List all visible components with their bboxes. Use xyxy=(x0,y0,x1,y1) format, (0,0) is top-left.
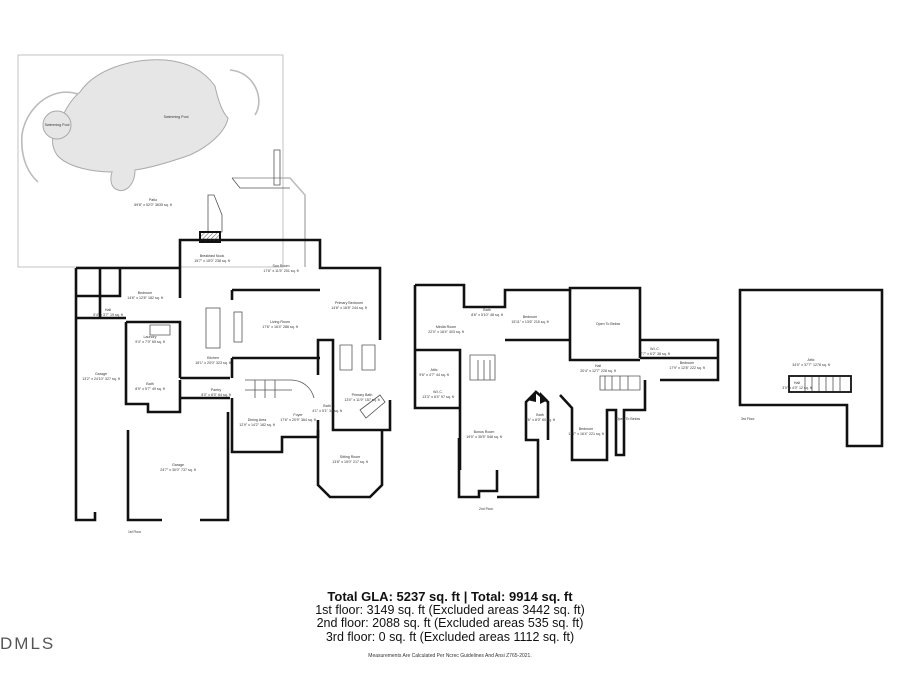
room-dims: 34'0" x 37'7" 1278 sq. ft xyxy=(792,363,830,367)
room-label: Open To Below xyxy=(596,322,621,326)
second-floor-walls xyxy=(413,283,720,499)
room-label: Primary Bath xyxy=(352,393,373,397)
room-label: Garage xyxy=(172,463,184,467)
second-floor-area: 2nd floor: 2088 sq. ft (Excluded areas 5… xyxy=(316,616,584,630)
room-dims: 22'0" x 18'4" 403 sq. ft xyxy=(428,330,464,334)
room-label: Attic xyxy=(431,368,438,372)
room-label: Primary Bedroom xyxy=(335,301,363,305)
room-label: Bonus Room xyxy=(474,430,495,434)
first-floor-labels: Swimming Pool Swimming Pool Patio 69'8" … xyxy=(45,115,380,534)
third-floor-area: 3rd floor: 0 sq. ft (Excluded areas 1112… xyxy=(325,629,575,644)
area-summary: Total GLA: 5237 sq. ft | Total: 9914 sq.… xyxy=(0,590,900,664)
room-label: Open To Below xyxy=(616,417,641,421)
room-label: Bath xyxy=(146,382,153,386)
room-dims: 7'6" x 8'0" 60 sq. ft xyxy=(525,418,555,422)
room-label: Bath xyxy=(536,413,543,417)
room-label: Hall xyxy=(105,308,111,312)
third-floor-walls xyxy=(738,288,884,448)
room-label: Foyer xyxy=(293,413,303,417)
third-floor-labels: Attic 34'0" x 37'7" 1278 sq. ft Hall 3'0… xyxy=(741,358,830,421)
first-floor-area: 1st floor: 3149 sq. ft (Excluded areas 3… xyxy=(315,602,585,617)
room-label: Dining Area xyxy=(248,418,267,422)
room-dims: 15'11" x 13'6" 215 sq. ft xyxy=(511,320,548,324)
total-area: Total GLA: 5237 sq. ft | Total: 9914 sq.… xyxy=(327,589,573,604)
room-label: Bedroom xyxy=(579,427,594,431)
second-floor-labels: Media Room 22'0" x 18'4" 403 sq. ft Bath… xyxy=(419,308,705,511)
floor-label: 3rd Floor xyxy=(741,417,755,421)
room-label: Hall xyxy=(595,364,601,368)
room-dims: 17'9" x 12'8" 222 sq. ft xyxy=(669,366,705,370)
swimming-pool xyxy=(52,59,229,192)
room-dims: 17'6" x 20'9" 364 sq. ft xyxy=(280,418,316,422)
room-dims: 14'8" x 16'8" 244 sq. ft xyxy=(331,306,367,310)
room-dims: 4'1" x 5'1" 34 sq. ft xyxy=(312,409,342,413)
room-label: Attic xyxy=(808,358,815,362)
dmls-logo: DMLS xyxy=(0,634,56,653)
room-label: Bedroom xyxy=(523,315,538,319)
patio-area xyxy=(17,54,306,268)
room-label: Bedroom xyxy=(680,361,695,365)
room-label: Swimming Pool xyxy=(45,123,70,127)
room-dims: 3'0" x 4'0" 12 sq. ft xyxy=(782,386,812,390)
room-label: W.I.C. xyxy=(433,390,443,394)
room-dims: 8'9" x 5'7" 49 sq. ft xyxy=(135,387,165,391)
room-label: Media Room xyxy=(436,325,456,329)
room-dims: 7'7" x 6'2" 38 sq. ft xyxy=(640,352,670,356)
room-dims: 8'0" x 8'0" 64 sq. ft xyxy=(201,393,231,397)
room-dims: 16'1" x 20'0" 323 sq. ft xyxy=(195,361,231,365)
room-dims: 12'9" x 14'2" 182 sq. ft xyxy=(239,423,275,427)
room-dims: 14'6" x 12'8" 182 sq. ft xyxy=(127,296,163,300)
room-dims: 24'7" x 30'0" 737 sq. ft xyxy=(160,468,196,472)
room-dims: 15'7" x 15'0" 238 sq. ft xyxy=(194,259,230,263)
room-label: Laundry xyxy=(144,335,157,339)
room-dims: 5'4" x 3'7" 19 sq. ft xyxy=(93,313,123,317)
first-floor-walls xyxy=(74,231,392,522)
room-dims: 9'4" x 7'0" 65 sq. ft xyxy=(135,340,165,344)
room-dims: 12'7" x 16'4" 221 sq. ft xyxy=(568,432,604,436)
room-dims: 69'8" x 52'0" 3635 sq. ft xyxy=(134,203,172,207)
room-dims: 13'8" x 15'0" 217 sq. ft xyxy=(332,460,368,464)
room-label: Swimming Pool xyxy=(164,115,189,119)
room-dims: 13'3" x 6'4" 97 sq. ft xyxy=(422,395,454,399)
floor-label: 2nd Floor xyxy=(479,507,494,511)
room-dims: 19'0" x 35'5" 548 sq. ft xyxy=(466,435,502,439)
room-label: Sun Room xyxy=(273,264,290,268)
room-label: Bath xyxy=(323,404,330,408)
room-label: Hall xyxy=(794,381,800,385)
room-dims: 9'6" x 4'7" 44 sq. ft xyxy=(419,373,449,377)
room-dims: 13'2" x 24'10" 327 sq. ft xyxy=(82,377,120,381)
room-label: Sitting Room xyxy=(340,455,361,459)
room-label: Bedroom xyxy=(138,291,153,295)
room-dims: 13'0" x 11'9" 157 sq. ft xyxy=(344,398,379,402)
room-label: Garage xyxy=(95,372,107,376)
spa-pool xyxy=(42,110,72,140)
measurement-note: Measurements Are Calculated Per Ncrec Gu… xyxy=(368,653,532,659)
room-label: Living Room xyxy=(270,320,290,324)
room-dims: 8'6" x 5'10" 48 sq. ft xyxy=(471,313,503,317)
room-label: Bath xyxy=(483,308,490,312)
room-dims: 17'6" x 11'5" 201 sq. ft xyxy=(263,269,298,273)
room-label: Patio xyxy=(149,198,157,202)
room-label: W.I.C. xyxy=(650,347,660,351)
room-dims: 17'6" x 16'4" 286 sq. ft xyxy=(262,325,298,329)
room-label: Pantry xyxy=(211,388,222,392)
room-dims: 20'4" x 12'7" 228 sq. ft xyxy=(580,369,616,373)
room-label: Kitchen xyxy=(207,356,219,360)
floor-label: 1st Floor xyxy=(128,530,142,534)
room-label: Breakfast Nook xyxy=(200,254,225,258)
